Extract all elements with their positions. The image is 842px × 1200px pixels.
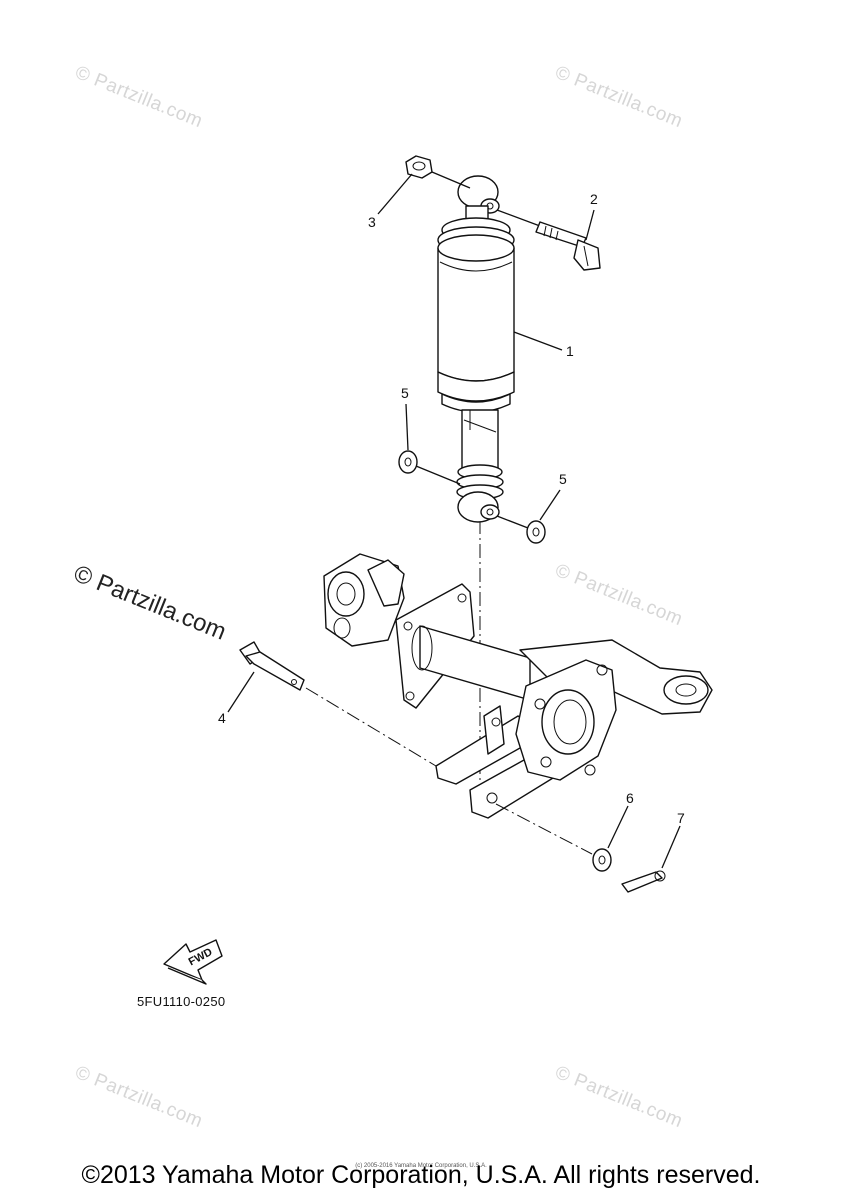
washer-5a [398, 450, 461, 485]
callout-7: 7 [677, 810, 685, 826]
washer-6 [592, 848, 612, 872]
drawing-code: 5FU1110-0250 [137, 994, 226, 1009]
nut-3 [405, 155, 471, 189]
callout-6: 6 [626, 790, 634, 806]
leader-lines [227, 173, 681, 869]
callout-1: 1 [566, 343, 574, 359]
fwd-arrow-icon [163, 939, 223, 985]
callout-4: 4 [218, 710, 226, 726]
copyright-footer: ©2013 Yamaha Motor Corporation, U.S.A. A… [81, 1161, 761, 1189]
knuckle-assembly [323, 553, 713, 819]
callout-5b: 5 [559, 471, 567, 487]
bolt-2 [496, 209, 601, 271]
small-credit: (c) 2005-2016 Yamaha Motor Corporation, … [355, 1163, 487, 1169]
washer-5b [496, 515, 546, 544]
callout-3: 3 [368, 214, 376, 230]
callout-5a: 5 [401, 385, 409, 401]
shock-absorber [437, 175, 515, 523]
assembly-path-line [495, 803, 593, 855]
cotter-pin-7 [621, 870, 666, 893]
callout-2: 2 [590, 191, 598, 207]
pin-4 [239, 641, 437, 767]
